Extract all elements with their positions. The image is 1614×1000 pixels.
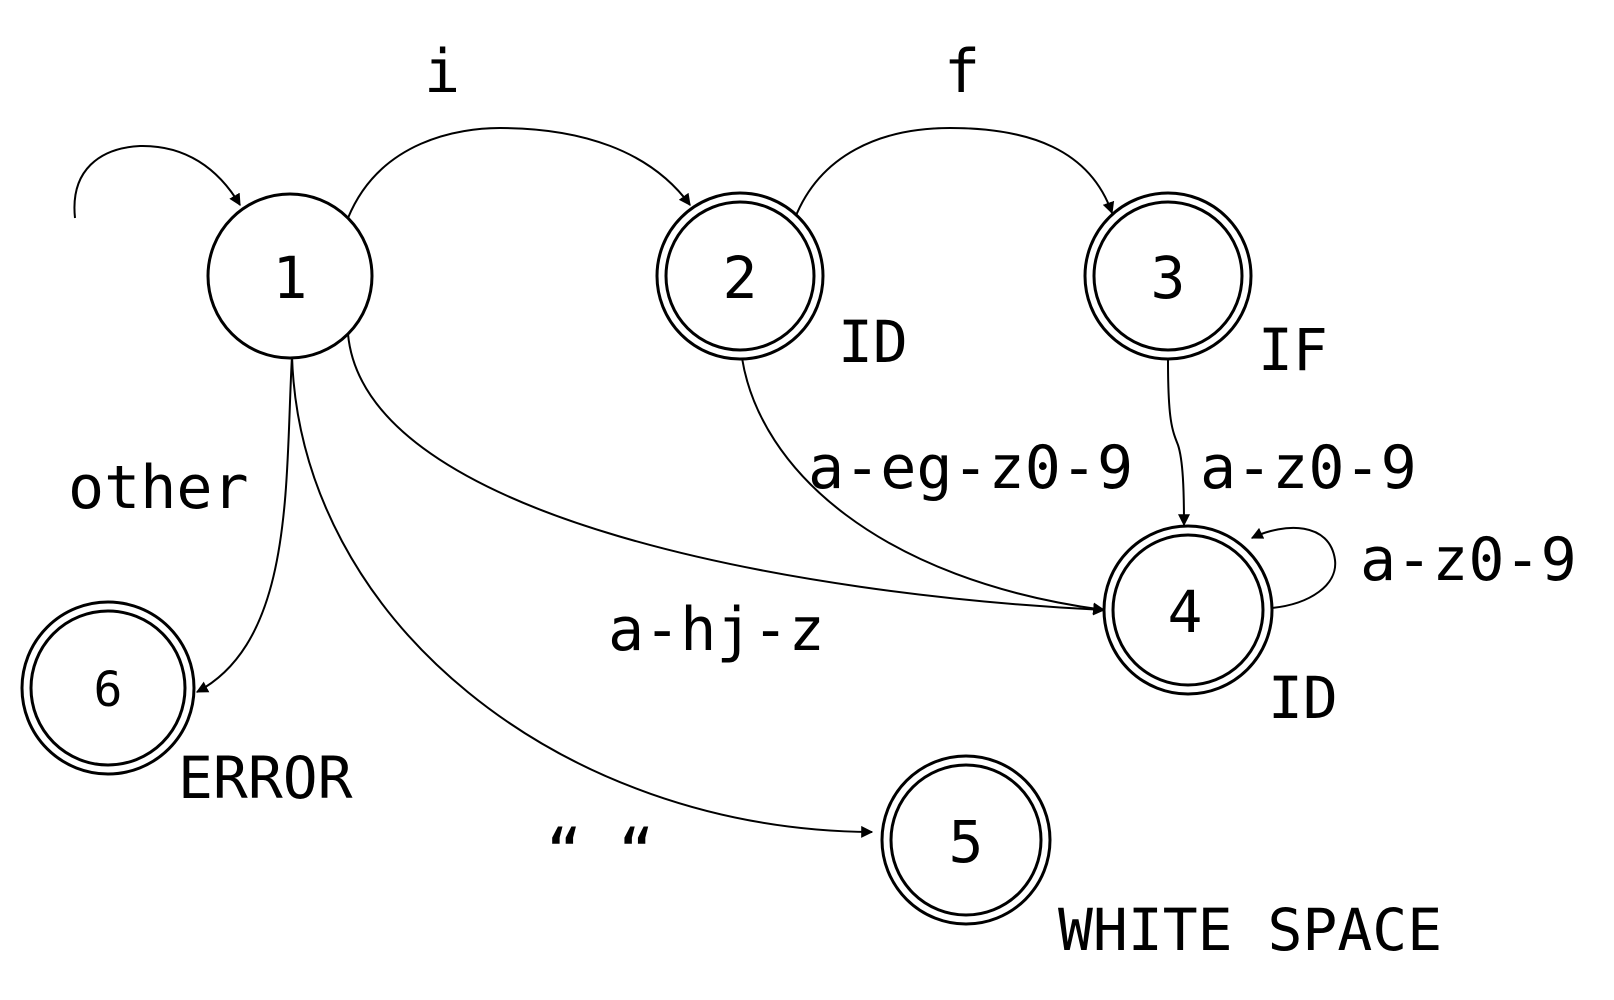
state-6: 6 — [20, 600, 196, 776]
state-5-token: WHITE SPACE — [1058, 896, 1442, 964]
state-3-token: IF — [1258, 316, 1328, 384]
edge-1-to-2-label: i — [424, 37, 460, 107]
edge-2-to-3-label: f — [944, 37, 980, 107]
edge-2-to-3 — [794, 126, 1115, 219]
state-6-token: ERROR — [178, 744, 353, 812]
edge-4-self-loop-label: a-z0-9 — [1360, 525, 1577, 595]
state-1-label: 1 — [273, 244, 308, 312]
state-4: 4 — [1102, 524, 1274, 696]
edge-1-to-6 — [195, 355, 293, 693]
state-2: 2 — [655, 191, 825, 361]
state-1: 1 — [206, 192, 374, 360]
state-4-label: 4 — [1168, 578, 1203, 646]
state-4-token: ID — [1268, 664, 1338, 732]
state-3-label: 3 — [1151, 244, 1186, 312]
start-arrow — [73, 144, 241, 219]
state-5: 5 — [880, 754, 1052, 926]
edge-1-to-5 — [291, 355, 874, 838]
edge-2-to-4 — [741, 357, 1106, 615]
edge-1-to-4-label: a-hj-z — [608, 595, 825, 665]
edge-1-to-6-label: other — [68, 453, 249, 523]
state-2-token: ID — [838, 308, 908, 376]
edge-2-to-4-label: a-eg-z0-9 — [808, 433, 1133, 503]
state-2-label: 2 — [723, 244, 758, 312]
edge-1-to-5-label: “ “ — [546, 817, 654, 887]
edge-3-to-4-label: a-z0-9 — [1200, 433, 1417, 503]
edge-3-to-4 — [1167, 359, 1190, 527]
edge-4-self-loop — [1250, 526, 1337, 609]
edge-1-to-2 — [347, 126, 691, 219]
state-3: 3 — [1083, 191, 1253, 361]
state-6-label: 6 — [94, 662, 123, 718]
edge-1-to-4 — [347, 333, 1106, 616]
state-5-label: 5 — [949, 808, 984, 876]
